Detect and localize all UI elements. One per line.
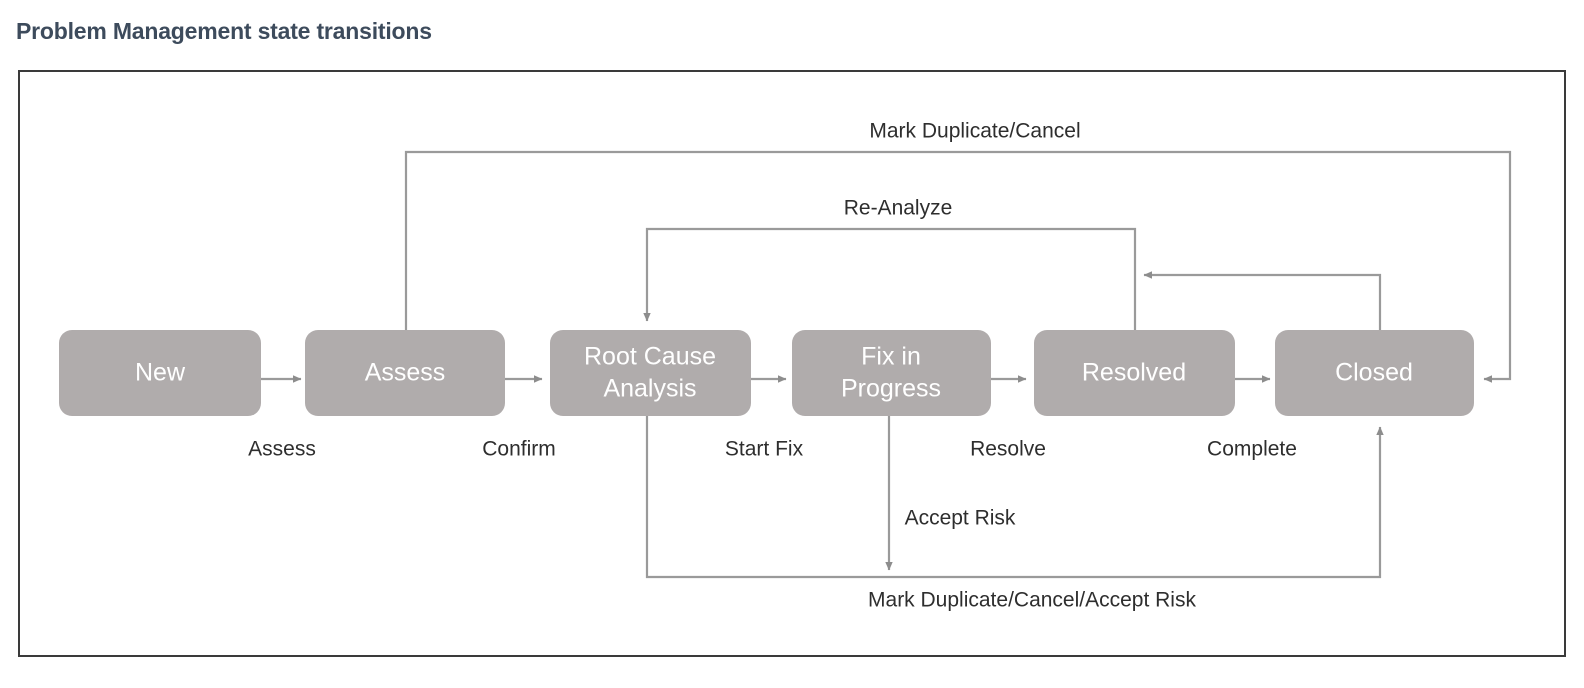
transition-assess: Assess	[248, 375, 316, 461]
transition-mark-duplicate-cancel: Mark Duplicate/Cancel	[404, 120, 1512, 383]
transition-accept-risk-label: Accept Risk	[905, 507, 1016, 530]
transition-resolve-label: Resolve	[970, 438, 1046, 461]
transition-complete: Complete	[1207, 375, 1297, 461]
state-node-new[interactable]: New	[59, 330, 261, 416]
transition-reopen-path	[1143, 271, 1382, 330]
state-node-new-label: New	[135, 359, 186, 387]
state-node-closed-box[interactable]	[1275, 330, 1474, 416]
transition-re-analyze-label: Re-Analyze	[844, 197, 953, 220]
state-node-closed[interactable]: Closed	[1275, 330, 1474, 416]
transition-accept-risk: Accept Risk	[885, 416, 1016, 571]
state-node-resolved-box[interactable]	[1034, 330, 1235, 416]
transition-complete-label: Complete	[1207, 438, 1297, 461]
transition-resolve: Resolve	[970, 375, 1046, 461]
page-title: Problem Management state transitions	[16, 18, 432, 44]
transition-mark-duplicate-cancel-accept-risk-path	[645, 416, 1384, 579]
state-node-fix-in-progress-box[interactable]	[792, 330, 991, 416]
state-node-fix-in-progress-label-line2: Progress	[841, 375, 941, 403]
transition-start-fix: Start Fix	[725, 375, 804, 461]
state-node-new-box[interactable]	[59, 330, 261, 416]
transition-confirm: Confirm	[482, 375, 556, 461]
transition-mark-duplicate-cancel-label: Mark Duplicate/Cancel	[869, 120, 1080, 143]
state-node-assess-box[interactable]	[305, 330, 505, 416]
state-node-root-cause-analysis-label-line2: Analysis	[603, 375, 696, 403]
state-node-root-cause-analysis[interactable]: Root Cause Analysis	[550, 330, 751, 416]
transition-re-analyze-path	[643, 227, 1137, 330]
state-node-assess[interactable]: Assess	[305, 330, 505, 416]
transition-re-analyze: Re-Analyze	[643, 197, 1137, 330]
transition-mark-duplicate-cancel-accept-risk-label: Mark Duplicate/Cancel/Accept Risk	[868, 589, 1196, 612]
state-node-assess-label: Assess	[365, 359, 446, 387]
state-node-closed-label: Closed	[1335, 359, 1413, 387]
state-node-resolved[interactable]: Resolved	[1034, 330, 1235, 416]
state-node-root-cause-analysis-label-line1: Root Cause	[584, 343, 716, 371]
state-node-fix-in-progress-label-line1: Fix in	[861, 343, 921, 371]
state-node-resolved-label: Resolved	[1082, 359, 1186, 387]
transition-confirm-label: Confirm	[482, 438, 556, 461]
transition-start-fix-label: Start Fix	[725, 438, 804, 461]
transition-reopen	[1143, 271, 1382, 330]
state-node-fix-in-progress[interactable]: Fix in Progress	[792, 330, 991, 416]
diagram-frame: Mark Duplicate/Cancel Re-Analyze Mark Du…	[18, 70, 1566, 657]
transition-mark-duplicate-cancel-accept-risk: Mark Duplicate/Cancel/Accept Risk	[645, 416, 1384, 612]
transition-mark-duplicate-cancel-path	[404, 150, 1512, 383]
transition-assess-label: Assess	[248, 438, 316, 461]
state-node-root-cause-analysis-box[interactable]	[550, 330, 751, 416]
